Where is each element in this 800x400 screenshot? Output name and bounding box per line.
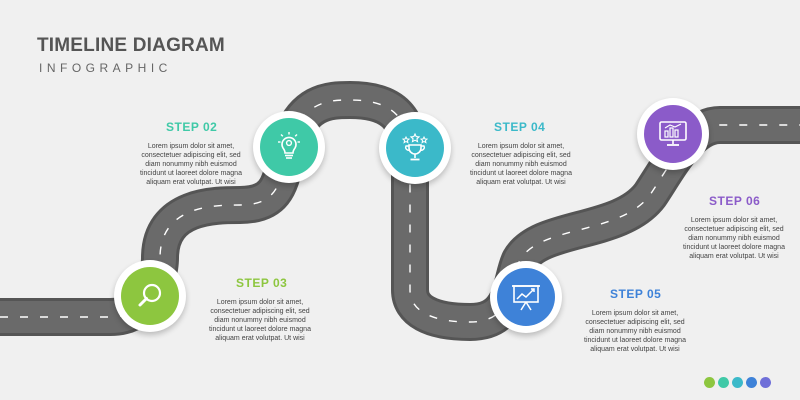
step-05-node (490, 261, 562, 333)
step-02-node (253, 111, 325, 183)
lightbulb-gear-icon (278, 132, 300, 159)
step-04-badge (386, 119, 444, 177)
step-05-body: Lorem ipsum dolor sit amet, consectetuer… (584, 310, 686, 353)
step-05-badge (497, 268, 555, 326)
palette-dot-4 (746, 377, 757, 388)
color-palette (704, 377, 771, 388)
step-06-node (637, 98, 709, 170)
diagram-subtitle: INFOGRAPHIC (39, 61, 172, 75)
palette-dot-1 (704, 377, 715, 388)
trophy-icon (401, 132, 429, 161)
step-06-body: Lorem ipsum dolor sit amet, consectetuer… (683, 217, 785, 260)
presentation-board-icon (512, 285, 540, 311)
step-03-title: STEP 03 (236, 276, 288, 290)
magnifier-icon (138, 283, 162, 307)
palette-dot-5 (760, 377, 771, 388)
step-02-body: Lorem ipsum dolor sit amet, consectetuer… (140, 143, 242, 186)
step-03-body: Lorem ipsum dolor sit amet, consectetuer… (209, 299, 311, 342)
monitor-chart-icon (659, 121, 687, 146)
step-06-badge (644, 105, 702, 163)
step-01-badge (121, 267, 179, 325)
step-06-title: STEP 06 (709, 194, 761, 208)
step-04-node (379, 112, 451, 184)
palette-dot-3 (732, 377, 743, 388)
step-01-node (114, 260, 186, 332)
step-04-title: STEP 04 (494, 120, 546, 134)
step-02-title: STEP 02 (166, 120, 218, 134)
step-05-title: STEP 05 (610, 287, 662, 301)
palette-dot-2 (718, 377, 729, 388)
step-04-body: Lorem ipsum dolor sit amet, consectetuer… (470, 143, 572, 186)
diagram-title: TIMELINE DIAGRAM (37, 35, 225, 56)
step-02-badge (260, 118, 318, 176)
